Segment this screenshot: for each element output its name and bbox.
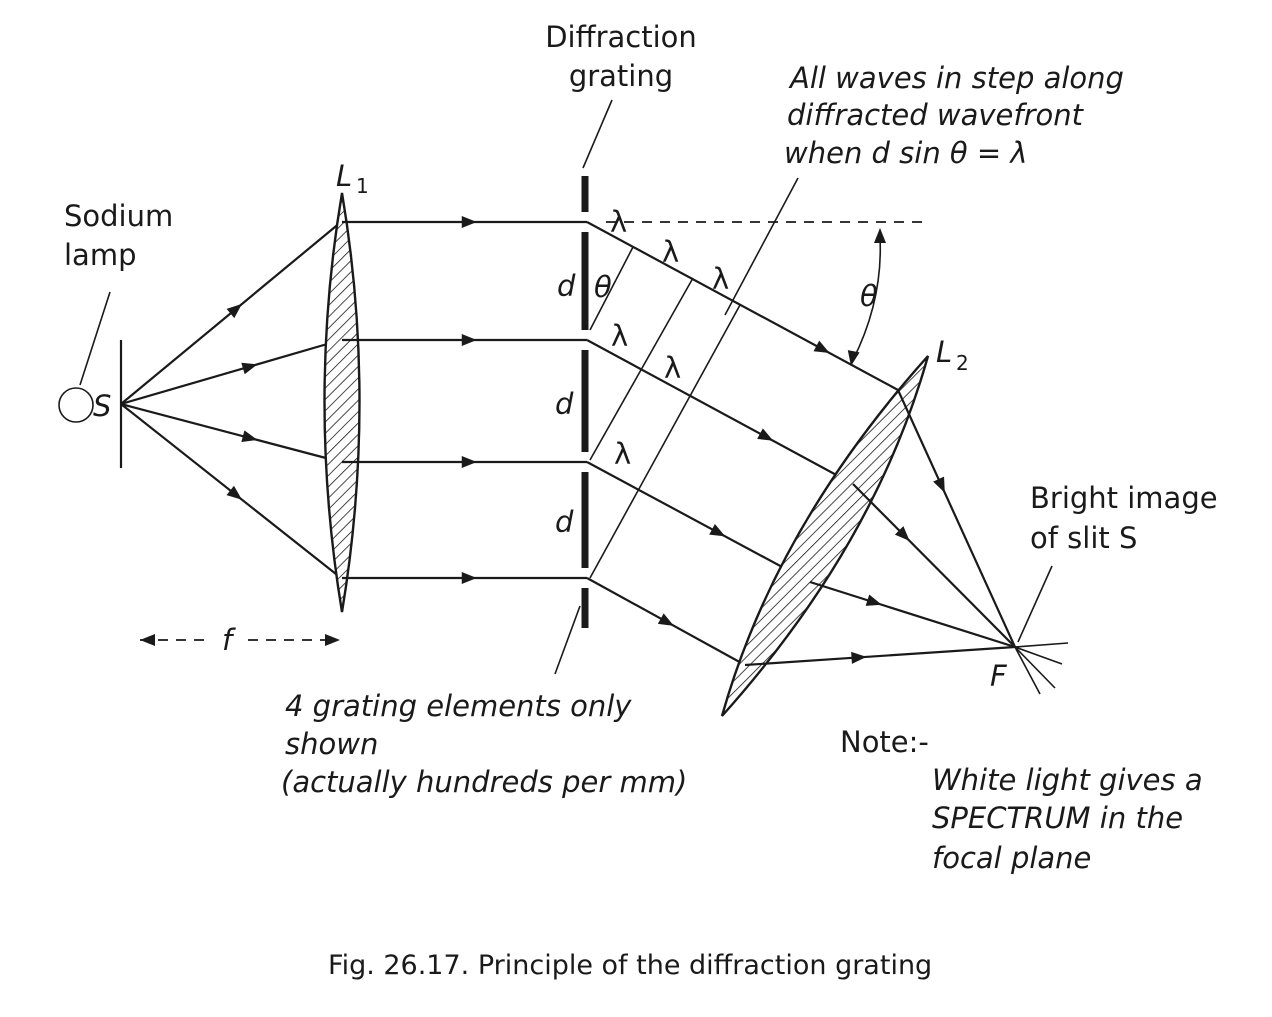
arrowhead <box>241 430 258 442</box>
sodium-lamp-label-1: Sodium <box>64 199 173 233</box>
arrowhead <box>241 362 258 375</box>
diffracted-rays <box>586 221 899 666</box>
arrowhead <box>226 485 242 500</box>
sodium-lamp-leader <box>79 291 111 386</box>
arrowhead <box>140 634 155 646</box>
focal-length-gap <box>212 627 246 655</box>
note-label: Note:- <box>840 725 929 759</box>
spacing-label-1: d <box>557 269 576 303</box>
arrowhead <box>757 428 774 441</box>
lambda-label-3: λ <box>712 262 729 296</box>
note-text-2: SPECTRUM in the <box>932 801 1183 835</box>
theta-label-grating: θ <box>594 270 612 304</box>
arrowhead <box>461 572 477 584</box>
arrowhead <box>461 456 477 468</box>
bright-image-label-1: Bright image <box>1030 481 1218 515</box>
source-label: S <box>93 389 111 423</box>
grating-elements-label-3: (actually hundreds per mm) <box>281 765 687 799</box>
arrowhead <box>226 303 242 319</box>
theta-label-angle: θ <box>860 279 878 313</box>
spacing-label-3: d <box>555 505 574 539</box>
arrowhead <box>325 634 340 646</box>
lens-l1-subscript: 1 <box>356 174 369 198</box>
wavefront-lines <box>589 177 799 579</box>
grating-leader <box>582 99 613 169</box>
grating-elements-label-1: 4 grating elements only <box>285 689 632 723</box>
arrowheads <box>140 216 945 664</box>
spacing-label-2: d <box>555 387 574 421</box>
in-step-label-3: when d sin θ = λ <box>784 136 1028 170</box>
focus-label: F <box>990 659 1008 693</box>
focus-leader <box>1017 565 1053 643</box>
figure-caption: Fig. 26.17. Principle of the diffraction… <box>328 950 932 981</box>
arrowhead <box>461 334 477 346</box>
focused-rays <box>744 389 1069 695</box>
grating-label-2: grating <box>569 59 673 93</box>
lambda-label-2: λ <box>662 235 679 269</box>
in-step-label-2: diffracted wavefront <box>787 98 1085 132</box>
parallel-rays <box>342 220 587 580</box>
lens-l2-label: L <box>936 335 952 369</box>
sodium-lamp-label-2: lamp <box>64 238 137 272</box>
arrowhead <box>933 476 945 493</box>
lens-l2-subscript: 2 <box>956 351 969 375</box>
elements-leader <box>554 605 581 675</box>
lambda-label-1: λ <box>610 205 627 239</box>
lambda-label-5: λ <box>664 351 681 385</box>
arrowhead <box>847 350 860 366</box>
lens-l1 <box>323 192 361 613</box>
in-step-label-1: All waves in step along <box>788 61 1124 95</box>
lambda-label-4: λ <box>611 319 628 353</box>
arrowhead <box>851 651 867 664</box>
arrowhead <box>709 524 726 537</box>
sodium-lamp-circle <box>58 387 94 423</box>
bright-image-label-2: of slit S <box>1030 521 1137 555</box>
arrowhead <box>874 228 886 243</box>
lens-l2 <box>720 355 930 717</box>
note-text-3: focal plane <box>932 841 1091 875</box>
lambda-label-6: λ <box>614 437 631 471</box>
arrowhead <box>865 594 882 606</box>
arrowhead <box>894 526 910 542</box>
note-text-1: White light gives a <box>932 763 1203 797</box>
source-rays <box>120 221 342 579</box>
arrowhead <box>461 216 477 228</box>
lens-l1-label: L <box>336 159 352 193</box>
grating-elements-label-2: shown <box>285 727 378 761</box>
arrowhead <box>657 613 674 626</box>
grating-label-1: Diffraction <box>545 20 697 54</box>
arrowhead <box>813 340 830 354</box>
theta-arc <box>852 237 882 361</box>
